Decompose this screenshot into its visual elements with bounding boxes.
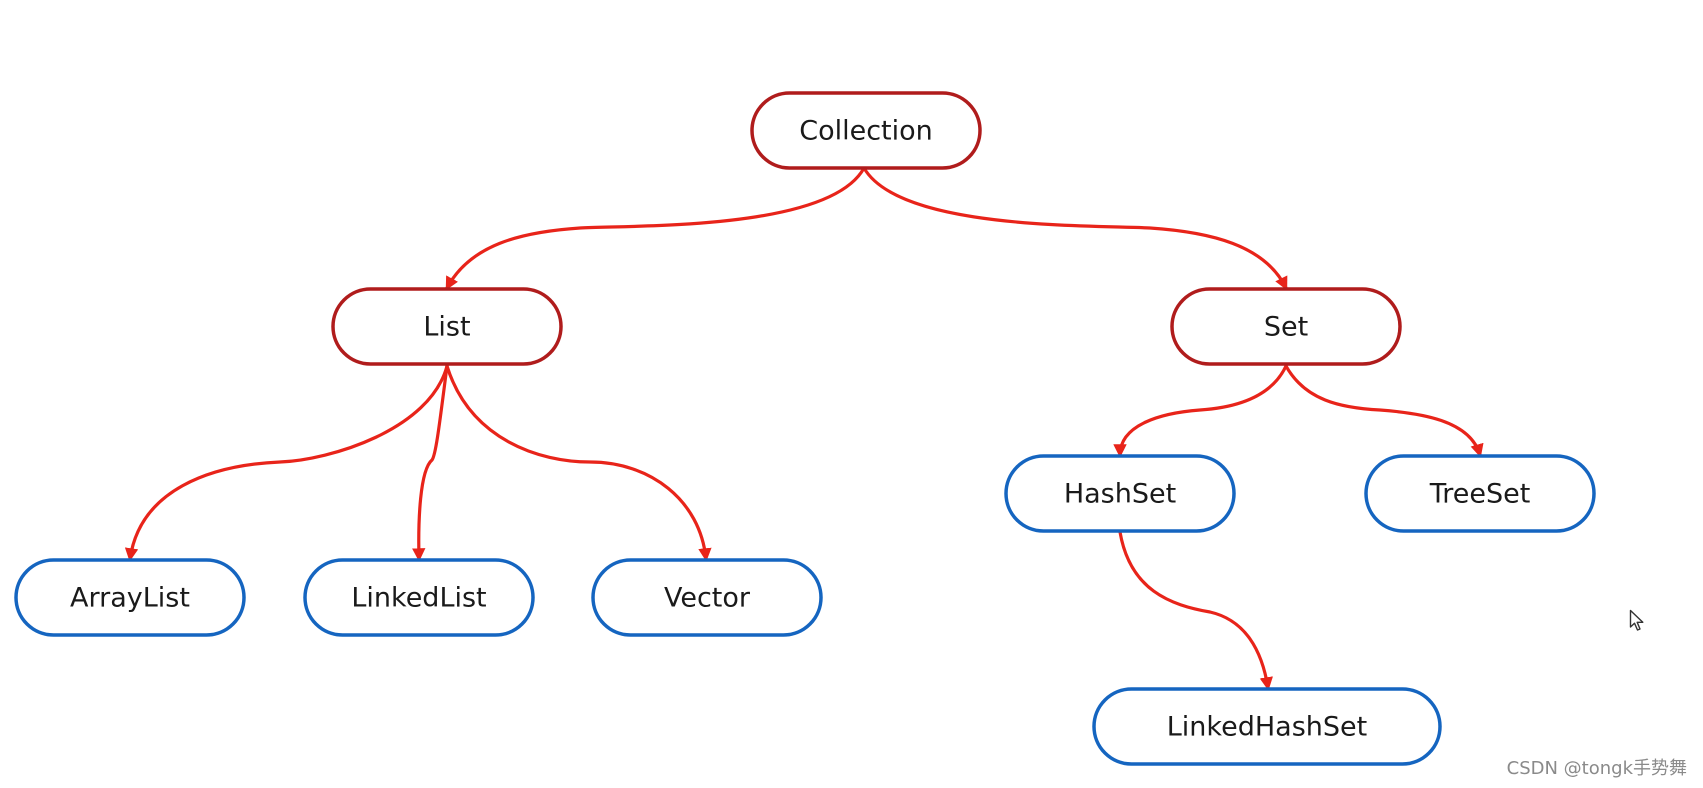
node-vector-label: Vector <box>664 583 751 614</box>
node-set: Set <box>1170 287 1402 366</box>
edge-collection-set <box>862 166 1288 291</box>
node-treeset-box <box>1364 454 1596 533</box>
node-linkedhashset-label: LinkedHashSet <box>1167 712 1367 743</box>
edges <box>124 166 1484 691</box>
node-arraylist: ArrayList <box>14 558 246 637</box>
edge-set-hashset <box>1113 364 1288 458</box>
node-arraylist-label: ArrayList <box>70 583 190 614</box>
node-list: List <box>331 287 563 366</box>
node-treeset: TreeSet <box>1364 454 1596 533</box>
node-treeset-label: TreeSet <box>1429 479 1531 510</box>
watermark: CSDN @tongk手势舞 <box>1506 758 1687 779</box>
node-vector-box <box>591 558 823 637</box>
node-collection: Collection <box>750 91 982 170</box>
node-collection-box <box>750 91 982 170</box>
node-hashset-box <box>1004 454 1236 533</box>
node-list-label: List <box>423 312 470 343</box>
edge-hashset-linkedhashset <box>1118 530 1273 691</box>
node-linkedhashset: LinkedHashSet <box>1092 687 1442 766</box>
mouse-pointer-icon <box>1629 609 1644 631</box>
node-hashset: HashSet <box>1004 454 1236 533</box>
node-set-label: Set <box>1264 312 1308 343</box>
edge-list-vector <box>445 364 712 562</box>
edge-list-arraylist <box>124 364 449 562</box>
node-collection-label: Collection <box>799 116 933 147</box>
node-linkedhashset-box <box>1092 687 1442 766</box>
node-linkedlist-label: LinkedList <box>351 583 486 614</box>
node-linkedlist-box <box>303 558 535 637</box>
node-set-box <box>1170 287 1402 366</box>
node-list-box <box>331 287 563 366</box>
node-arraylist-box <box>14 558 246 637</box>
node-hashset-label: HashSet <box>1064 479 1176 510</box>
edge-list-linkedlist <box>412 364 449 562</box>
edge-set-treeset <box>1284 364 1484 458</box>
edge-collection-list <box>445 166 866 291</box>
node-linkedlist: LinkedList <box>303 558 535 637</box>
node-vector: Vector <box>591 558 823 637</box>
